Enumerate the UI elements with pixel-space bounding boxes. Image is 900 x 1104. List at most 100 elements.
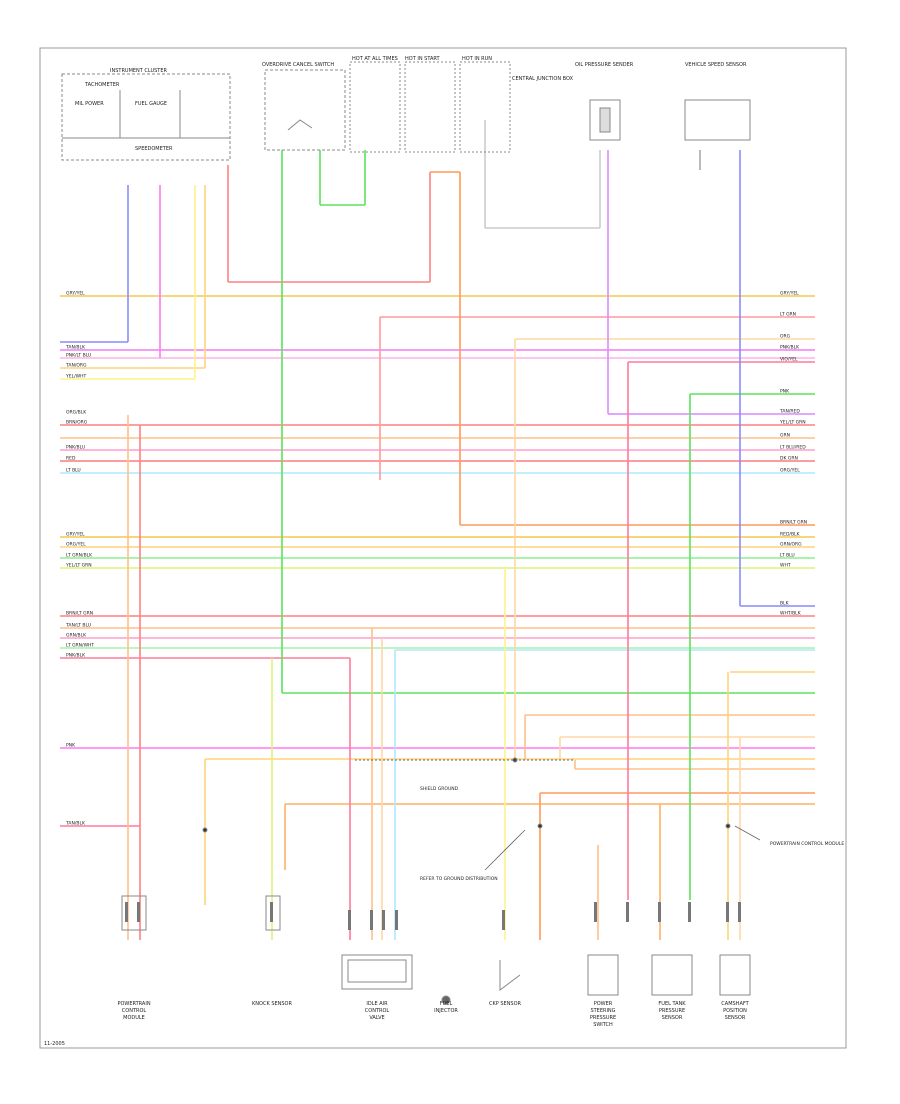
- fuse-box-2: [404, 61, 456, 153]
- instrument-cluster-label: INSTRUMENT CLUSTER: [110, 68, 168, 74]
- connector-pins: [125, 902, 741, 930]
- right-wire-label: WHT/BLK: [780, 611, 802, 617]
- right-wire-label: PNK: [780, 389, 790, 395]
- speed-sensor-label: VEHICLE SPEED SENSOR: [685, 62, 747, 68]
- right-wire-label: BRN/LT GRN: [780, 520, 807, 526]
- hot-all-times-label: HOT AT ALL TIMES: [352, 56, 398, 62]
- injector-terminal: [441, 995, 451, 1005]
- left-wire-label: PNK: [66, 743, 76, 749]
- pin: [738, 902, 741, 922]
- right-wire-label: TAN/RED: [779, 409, 800, 415]
- left-wire-label: BRN/ORG: [66, 420, 88, 426]
- pin: [137, 902, 140, 922]
- left-label-group: GRY/YEL TAN/BLK PNK/LT BLU TAN/ORG YEL/WHT OR…: [65, 291, 94, 827]
- left-wire-label: GRY/YEL: [66, 532, 85, 538]
- mil-power-label: MIL POWER: [75, 101, 104, 107]
- left-wire-label: TAN/BLK: [65, 345, 86, 351]
- vertical-wires: [60, 120, 815, 940]
- tachometer-label: TACHOMETER: [84, 82, 120, 88]
- right-wire-label: YEL/LT GRN: [779, 420, 806, 426]
- overdrive-switch-label: OVERDRIVE CANCEL SWITCH: [262, 62, 334, 68]
- pin: [395, 910, 398, 930]
- pin: [594, 902, 597, 922]
- left-wire-label: LT GRN/WHT: [66, 643, 94, 649]
- right-wire-label: GRN/ORG: [780, 542, 802, 548]
- page-reference: 11-2005: [44, 1041, 65, 1047]
- pcm-connector: [121, 895, 147, 931]
- right-wire-label: ORG/YEL: [780, 468, 800, 474]
- pin: [626, 902, 629, 922]
- right-wire-label: LT BLU: [780, 553, 795, 559]
- right-label-group: GRY/YEL LT GRN ORG PNK/BLK VIO/YEL PNK TAN/RED…: [779, 291, 807, 617]
- component-label: CKP SENSOR: [489, 1001, 522, 1007]
- cmp-sensor-box: [651, 954, 693, 996]
- pin: [658, 902, 661, 922]
- tp-sensor-box: [719, 954, 751, 996]
- right-wire-label: PNK/BLK: [780, 345, 800, 351]
- speed-sensor-box: [684, 99, 751, 141]
- fuel-tank-sensor-box: [587, 954, 619, 996]
- left-wire-label: TAN/BLK: [65, 821, 86, 827]
- pin: [502, 910, 505, 930]
- left-wire-label: LT GRN/BLK: [66, 553, 93, 559]
- oil-sender-element: [599, 107, 611, 133]
- left-wire-label: YEL/WHT: [65, 374, 86, 380]
- diagram-frame: [39, 47, 847, 1049]
- hot-in-start-label: HOT IN START: [405, 56, 441, 62]
- pin: [688, 902, 691, 922]
- pin: [726, 902, 729, 922]
- central-junction-label: CENTRAL JUNCTION BOX: [512, 76, 574, 82]
- splice-note: REFER TO GROUND DISTRIBUTION: [420, 876, 498, 882]
- bottom-connectors: [121, 757, 751, 1005]
- pin: [382, 910, 385, 930]
- splice-1: [202, 827, 208, 833]
- right-wire-label: LT GRN: [780, 312, 796, 318]
- component-label: KNOCK SENSOR: [252, 1001, 292, 1007]
- left-wire-label: GRY/YEL: [66, 291, 85, 297]
- right-wire-label: BLK: [780, 601, 790, 607]
- left-wire-label: PNK/BLU: [66, 445, 85, 451]
- left-wire-label: BRN/LT GRN: [66, 611, 93, 617]
- oil-sender-box: [589, 99, 621, 141]
- speedometer-label: SPEEDOMETER: [135, 146, 173, 152]
- splice-3: [537, 823, 543, 829]
- left-wire-label: ORG/BLK: [66, 410, 87, 416]
- iac-valve-box: [341, 954, 413, 990]
- right-wire-label: LT BLU/RED: [780, 445, 806, 451]
- left-wire-label: GRN/BLK: [66, 633, 87, 639]
- iac-valve-inner: [347, 959, 407, 983]
- shield-ground-note: SHIELD GROUND: [420, 786, 459, 792]
- right-wire-label: GRY/YEL: [780, 291, 799, 297]
- ps-switch-symbol: [499, 960, 521, 991]
- instrument-cluster-box: [61, 73, 231, 161]
- pcm-note: POWERTRAIN CONTROL MODULE: [770, 841, 844, 847]
- fuse-box-1: [349, 61, 401, 153]
- right-wire-label: GRN: [780, 433, 790, 439]
- splice-4: [725, 823, 731, 829]
- top-components: [61, 61, 751, 161]
- left-wire-label: TAN/LT BLU: [65, 623, 91, 629]
- pin: [348, 910, 351, 930]
- right-wire-label: RED/BLK: [780, 532, 801, 538]
- left-wire-label: ORG/YEL: [66, 542, 86, 548]
- right-wire-label: VIO/YEL: [780, 357, 798, 363]
- right-wire-label: ORG: [780, 334, 791, 340]
- right-wire-label: DK GRN: [780, 456, 798, 462]
- left-wire-label: LT BLU: [66, 468, 81, 474]
- left-wire-label: PNK/BLK: [66, 653, 86, 659]
- mid-notes: SHIELD GROUND REFER TO GROUND DISTRIBUTI…: [420, 786, 844, 882]
- left-wire-label: PNK/LT BLU: [66, 353, 91, 359]
- left-wire-label: YEL/LT GRN: [65, 563, 92, 569]
- left-wire-label: TAN/ORG: [65, 363, 87, 369]
- left-wire-label: RED: [66, 456, 76, 462]
- note-leader-2: [734, 825, 761, 841]
- oil-pressure-label: OIL PRESSURE SENDER: [575, 62, 634, 68]
- right-wire-label: WHT: [780, 563, 791, 569]
